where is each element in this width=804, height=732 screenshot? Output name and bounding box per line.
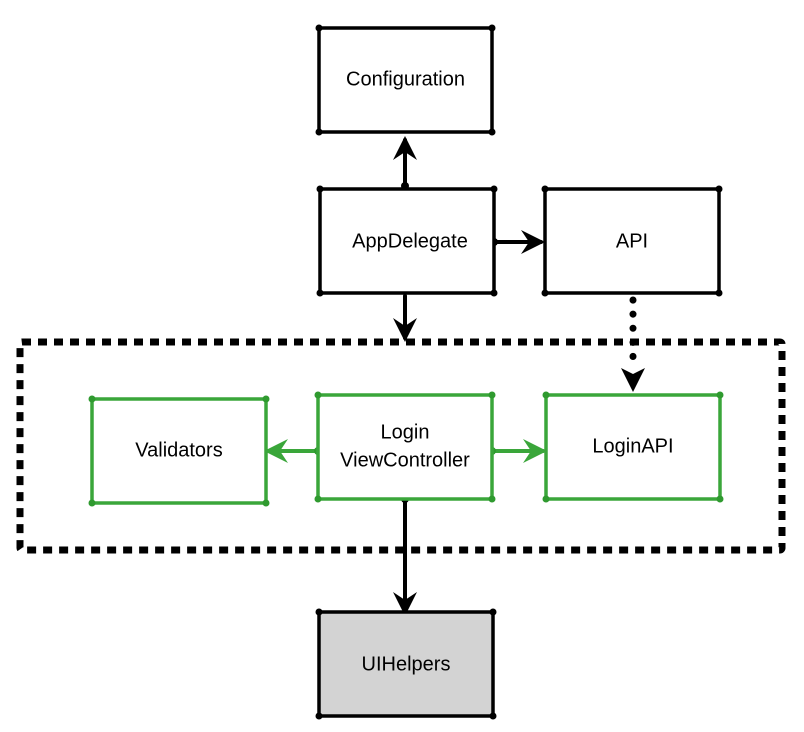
node-configuration[interactable]: Configuration [315,24,496,136]
node-api[interactable]: API [541,185,723,297]
login-module-boundary [16,338,786,554]
node-configuration-label: Configuration [346,68,465,90]
node-appdelegate[interactable]: AppDelegate [316,185,498,297]
node-uihelpers-label: UIHelpers [362,653,451,675]
node-validators-label: Validators [135,439,222,461]
dotted-edge-arrowhead [621,368,645,392]
node-login-viewcontroller-label-line1: Login [381,421,430,443]
node-loginapi-label: LoginAPI [592,435,673,457]
node-api-label: API [616,230,648,252]
node-login-viewcontroller-label-line2: ViewController [340,449,470,471]
node-login-viewcontroller[interactable]: Login ViewController [314,391,496,503]
node-loginapi[interactable]: LoginAPI [542,391,724,503]
node-appdelegate-label: AppDelegate [352,230,468,252]
node-uihelpers[interactable]: UIHelpers [315,608,497,720]
node-validators[interactable]: Validators [88,395,270,507]
